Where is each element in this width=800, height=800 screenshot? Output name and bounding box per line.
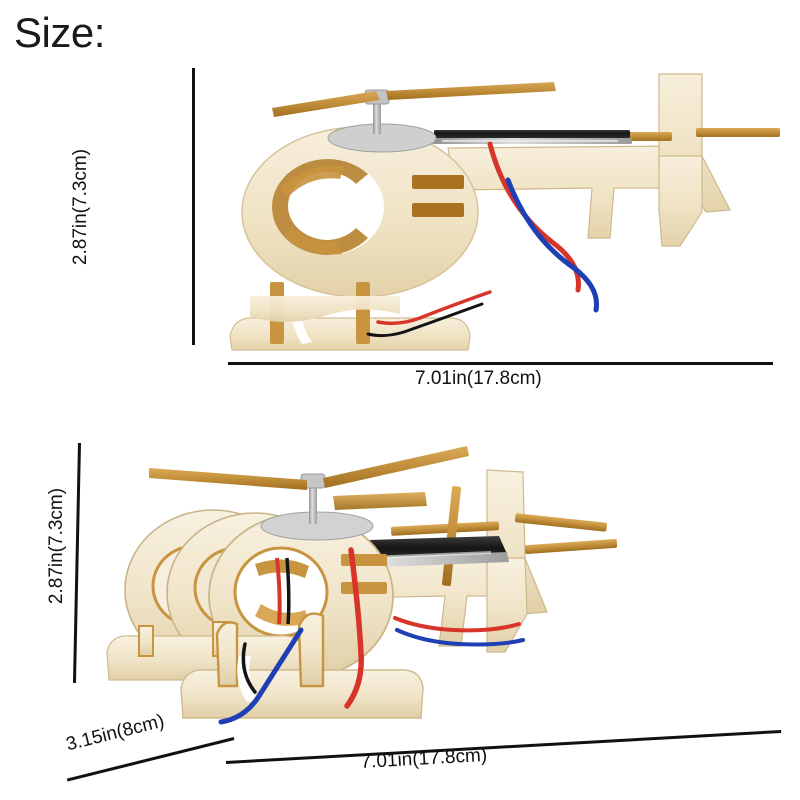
main-rotor-blades [272,82,556,117]
cabin-body [241,126,479,298]
landing-skids [229,282,471,351]
dimension-line-length-side-view [228,362,773,365]
dimension-line-height-three-quarter-view [72,442,81,683]
wiring [366,141,600,338]
product-photo-three-quarter-view [95,430,695,735]
wiring [218,547,525,725]
tail-boom [447,145,681,239]
solar-panel [432,130,632,144]
landing-skid-rear [106,621,304,681]
dimension-label-length-three-quarter-view: 7.01in(17.8cm) [360,744,488,773]
rotor-mast [260,473,374,541]
tail-fin [658,73,731,247]
dimension-label-length-side-view: 7.01in(17.8cm) [415,368,542,389]
dimension-label-height-side-view: 2.87in(7.3cm) [70,148,91,266]
dimension-line-height-side-view [192,68,195,345]
product-photo-side-view [210,60,780,360]
landing-skid-front [180,612,424,719]
dimension-label-height-three-quarter-view: 2.87in(7.3cm) [46,487,67,605]
page-title: Size: [14,9,105,56]
main-rotor-blades [149,446,469,510]
